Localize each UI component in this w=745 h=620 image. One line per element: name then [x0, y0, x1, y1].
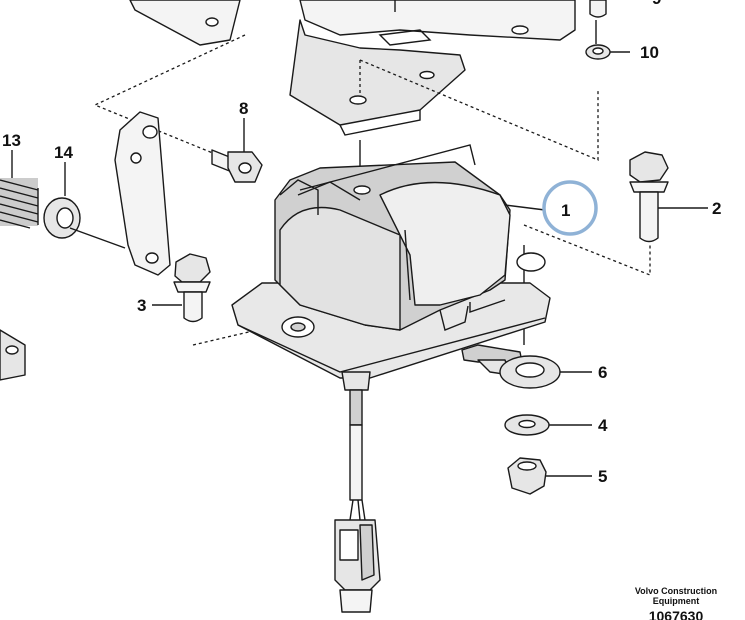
nut-part-5: [507, 457, 592, 495]
callout-14: 14: [54, 143, 73, 162]
callout-4: 4: [598, 416, 608, 435]
callout-3: 3: [137, 296, 146, 315]
callout-5: 5: [598, 467, 607, 486]
left-edge-fragment: [0, 329, 26, 381]
callout-labels: 1 2 3 4 5 6 8 9 10 13 14: [2, 0, 721, 486]
main-switch-assembly: [231, 144, 551, 379]
callout-1-highlight-ring: [542, 180, 598, 236]
washer-part-4: [504, 414, 592, 436]
brand-line-1: Volvo Construction: [635, 586, 717, 596]
top-bracket: [289, 0, 576, 136]
sensor-bracket-part-6: [461, 344, 592, 389]
callout-1: 1: [561, 201, 570, 220]
callout-2: 2: [712, 199, 721, 218]
side-bracket-plate: [114, 111, 171, 276]
leader-lines: [11, 20, 597, 196]
washer-part-10: [585, 44, 630, 60]
callout-9: 9: [652, 0, 661, 8]
bolt-part-9: [589, 0, 607, 18]
callout-8: 8: [239, 99, 248, 118]
drawing-footer: Volvo Construction Equipment 1067630: [635, 586, 717, 620]
drawing-number: 1067630: [649, 608, 704, 620]
washer-part-14: [43, 197, 126, 249]
bolt-part-3: [152, 253, 211, 323]
cable-harness: [334, 371, 381, 613]
callout-6: 6: [598, 363, 607, 382]
bolt-part-8: [211, 149, 263, 183]
spring-part: [0, 178, 39, 229]
brand-line-2: Equipment: [653, 596, 700, 606]
callout-13: 13: [2, 131, 21, 150]
upper-left-bracket-arm: [129, 0, 241, 46]
callout-10: 10: [640, 43, 659, 62]
bolt-part-2: [629, 151, 708, 243]
